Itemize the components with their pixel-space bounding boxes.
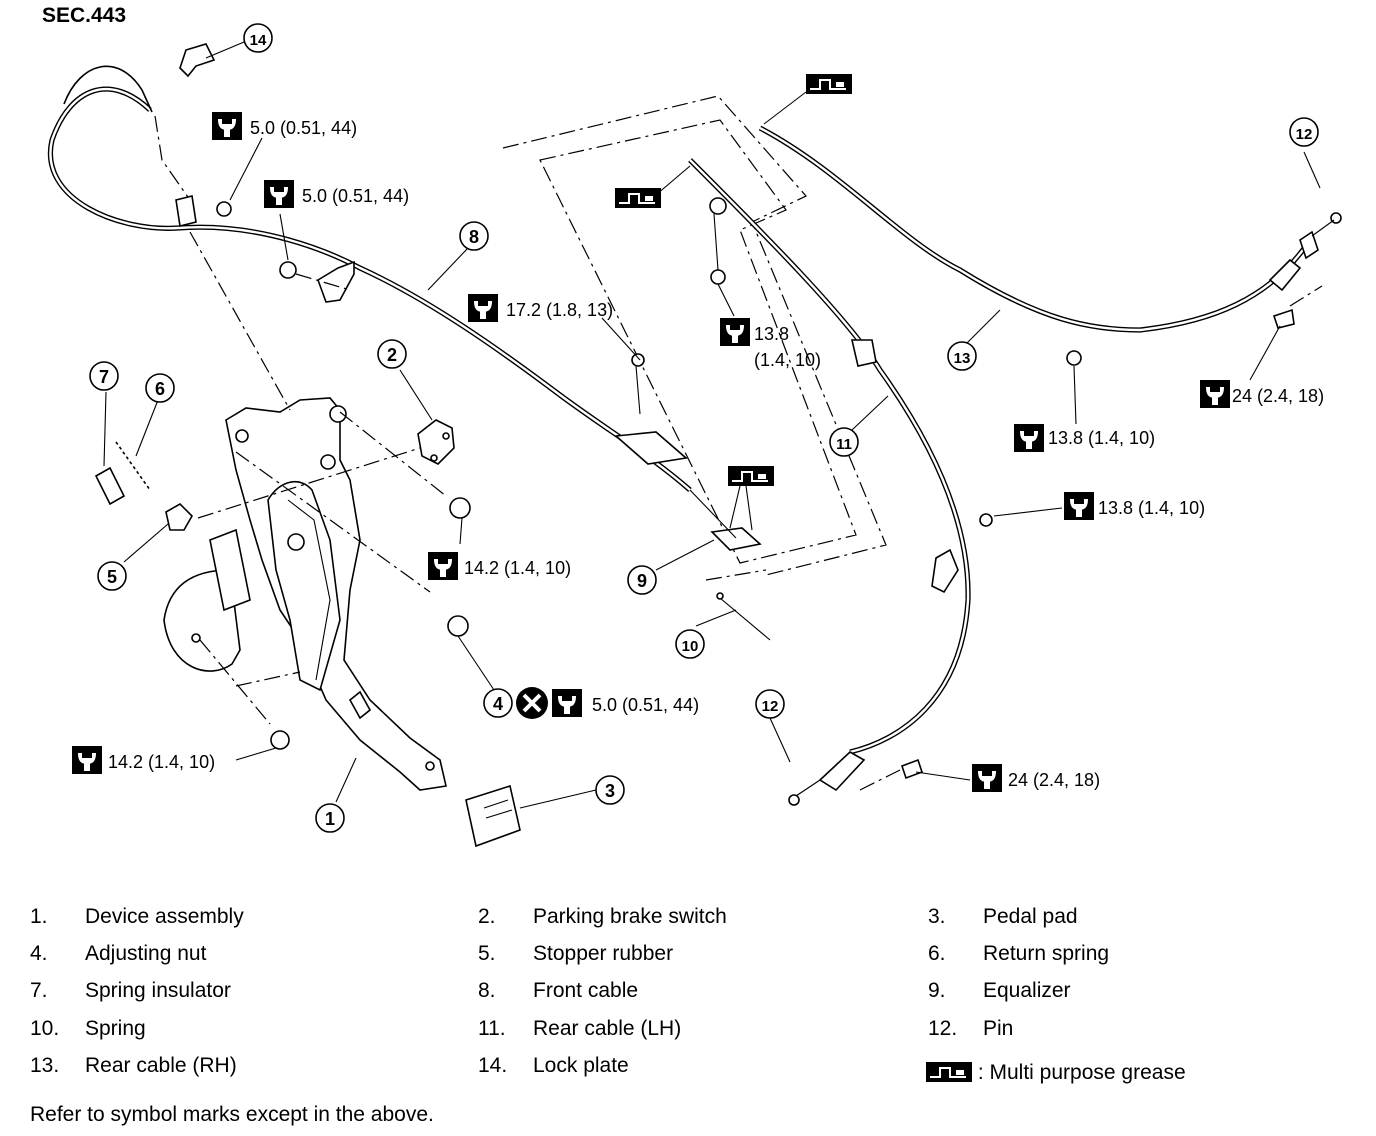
torque-value: 14.2 (1.4, 10) [464, 558, 571, 578]
torque-wrench-icon [720, 318, 750, 346]
lock-plate-part [179, 43, 216, 78]
torque-value: 13.8 (1.4, 10) [1048, 428, 1155, 448]
torque-value: 17.2 (1.8, 13) [506, 300, 613, 320]
callout-9: 9 [627, 565, 657, 595]
callout-12-left: 12 [755, 689, 785, 719]
torque-spec-t11: 24 (2.4, 18) [972, 764, 1100, 792]
callout-4: 4 [483, 688, 513, 718]
svg-text:14: 14 [250, 32, 267, 49]
svg-text:12: 12 [1296, 126, 1313, 143]
torque-wrench-icon [1064, 492, 1094, 520]
legend-item: 7.Spring insulator [30, 979, 231, 1002]
callout-5: 5 [97, 561, 127, 591]
callout-3: 3 [595, 775, 625, 805]
legend-item: 3.Pedal pad [928, 905, 1078, 928]
legend-item: 10.Spring [30, 1017, 146, 1040]
torque-value: 5.0 (0.51, 44) [302, 186, 409, 206]
svg-text:11: 11 [836, 436, 852, 453]
torque-spec-t10: 24 (2.4, 18) [1200, 380, 1324, 408]
torque-value-units: (1.4, 10) [754, 350, 821, 370]
parking-brake-switch-part [417, 419, 455, 465]
svg-text:2: 2 [387, 345, 397, 365]
legend-item: 11.Rear cable (LH) [478, 1017, 682, 1040]
svg-text:4: 4 [493, 694, 503, 714]
torque-wrench-icon [972, 764, 1002, 792]
callout-11: 11 [829, 427, 859, 457]
grease-gun-icon [926, 1062, 972, 1082]
callout-6: 6 [145, 373, 175, 403]
torque-spec-t6: 5.0 (0.51, 44) [516, 687, 699, 719]
callout-10: 10 [675, 629, 705, 659]
torque-wrench-icon [552, 689, 582, 717]
torque-spec-t5: 14.2 (1.4, 10) [428, 552, 571, 580]
legend-item: 4.Adjusting nut [30, 942, 207, 965]
callout-14: 14 [243, 23, 273, 53]
torque-spec-t4: 13.8 (1.4, 10) [720, 318, 821, 370]
grease-gun-icon [805, 73, 853, 95]
svg-text:12: 12 [762, 698, 779, 715]
legend-item: 5.Stopper rubber [478, 942, 674, 965]
legend-item: 13.Rear cable (RH) [30, 1054, 237, 1077]
torque-spec-t2: 5.0 (0.51, 44) [264, 180, 409, 208]
torque-value: 5.0 (0.51, 44) [592, 695, 699, 715]
section-title: SEC.443 [42, 4, 126, 27]
legend-item: 12.Pin [928, 1017, 1014, 1040]
torque-spec-t1: 5.0 (0.51, 44) [212, 112, 357, 140]
torque-wrench-icon [468, 294, 498, 322]
torque-wrench-icon [1200, 380, 1230, 408]
svg-text:9: 9 [637, 571, 647, 591]
torque-value: 24 (2.4, 18) [1232, 386, 1324, 406]
callout-8: 8 [459, 221, 489, 251]
callout-13: 13 [947, 341, 977, 371]
torque-wrench-icon [428, 552, 458, 580]
torque-wrench-icon [212, 112, 242, 140]
torque-wrench-icon [72, 746, 102, 774]
grease-legend: : Multi purpose grease [926, 1061, 1186, 1085]
footnote: Refer to symbol marks except in the abov… [30, 1103, 434, 1126]
torque-value: 14.2 (1.4, 10) [108, 752, 215, 772]
callout-12-right: 12 [1289, 117, 1319, 147]
torque-wrench-icon [1014, 424, 1044, 452]
torque-value: 5.0 (0.51, 44) [250, 118, 357, 138]
torque-value: 13.8 [754, 324, 789, 344]
torque-wrench-icon [264, 180, 294, 208]
callout-7: 7 [89, 361, 119, 391]
svg-text:13: 13 [954, 350, 971, 367]
torque-spec-t9: 13.8 (1.4, 10) [1064, 492, 1205, 520]
callout-1: 1 [315, 803, 345, 833]
torque-value: 24 (2.4, 18) [1008, 770, 1100, 790]
svg-text:6: 6 [155, 379, 165, 399]
torque-spec-t8: 13.8 (1.4, 10) [1014, 424, 1155, 452]
svg-text:10: 10 [682, 638, 699, 655]
grease-gun-icon [614, 187, 662, 209]
svg-text:5: 5 [107, 567, 117, 587]
legend-item: 14.Lock plate [478, 1054, 629, 1077]
legend-item: 8.Front cable [478, 979, 639, 1002]
legend-item: 9.Equalizer [928, 979, 1071, 1002]
legend-item: 1.Device assembly [30, 905, 244, 928]
callout-2: 2 [377, 339, 407, 369]
legend-item: 2.Parking brake switch [478, 905, 727, 928]
legend-item: 6.Return spring [928, 942, 1110, 965]
svg-text:7: 7 [99, 367, 109, 387]
svg-text:1: 1 [325, 809, 335, 829]
grease-legend-label: : Multi purpose grease [977, 1061, 1186, 1084]
torque-spec-t3: 17.2 (1.8, 13) [468, 294, 613, 322]
parking-brake-exploded-diagram: SEC.443 [42, 4, 1342, 848]
torque-value: 13.8 (1.4, 10) [1098, 498, 1205, 518]
svg-text:8: 8 [469, 227, 479, 247]
grease-gun-icon [727, 465, 775, 487]
torque-spec-t7: 14.2 (1.4, 10) [72, 746, 215, 774]
svg-text:3: 3 [605, 781, 615, 801]
